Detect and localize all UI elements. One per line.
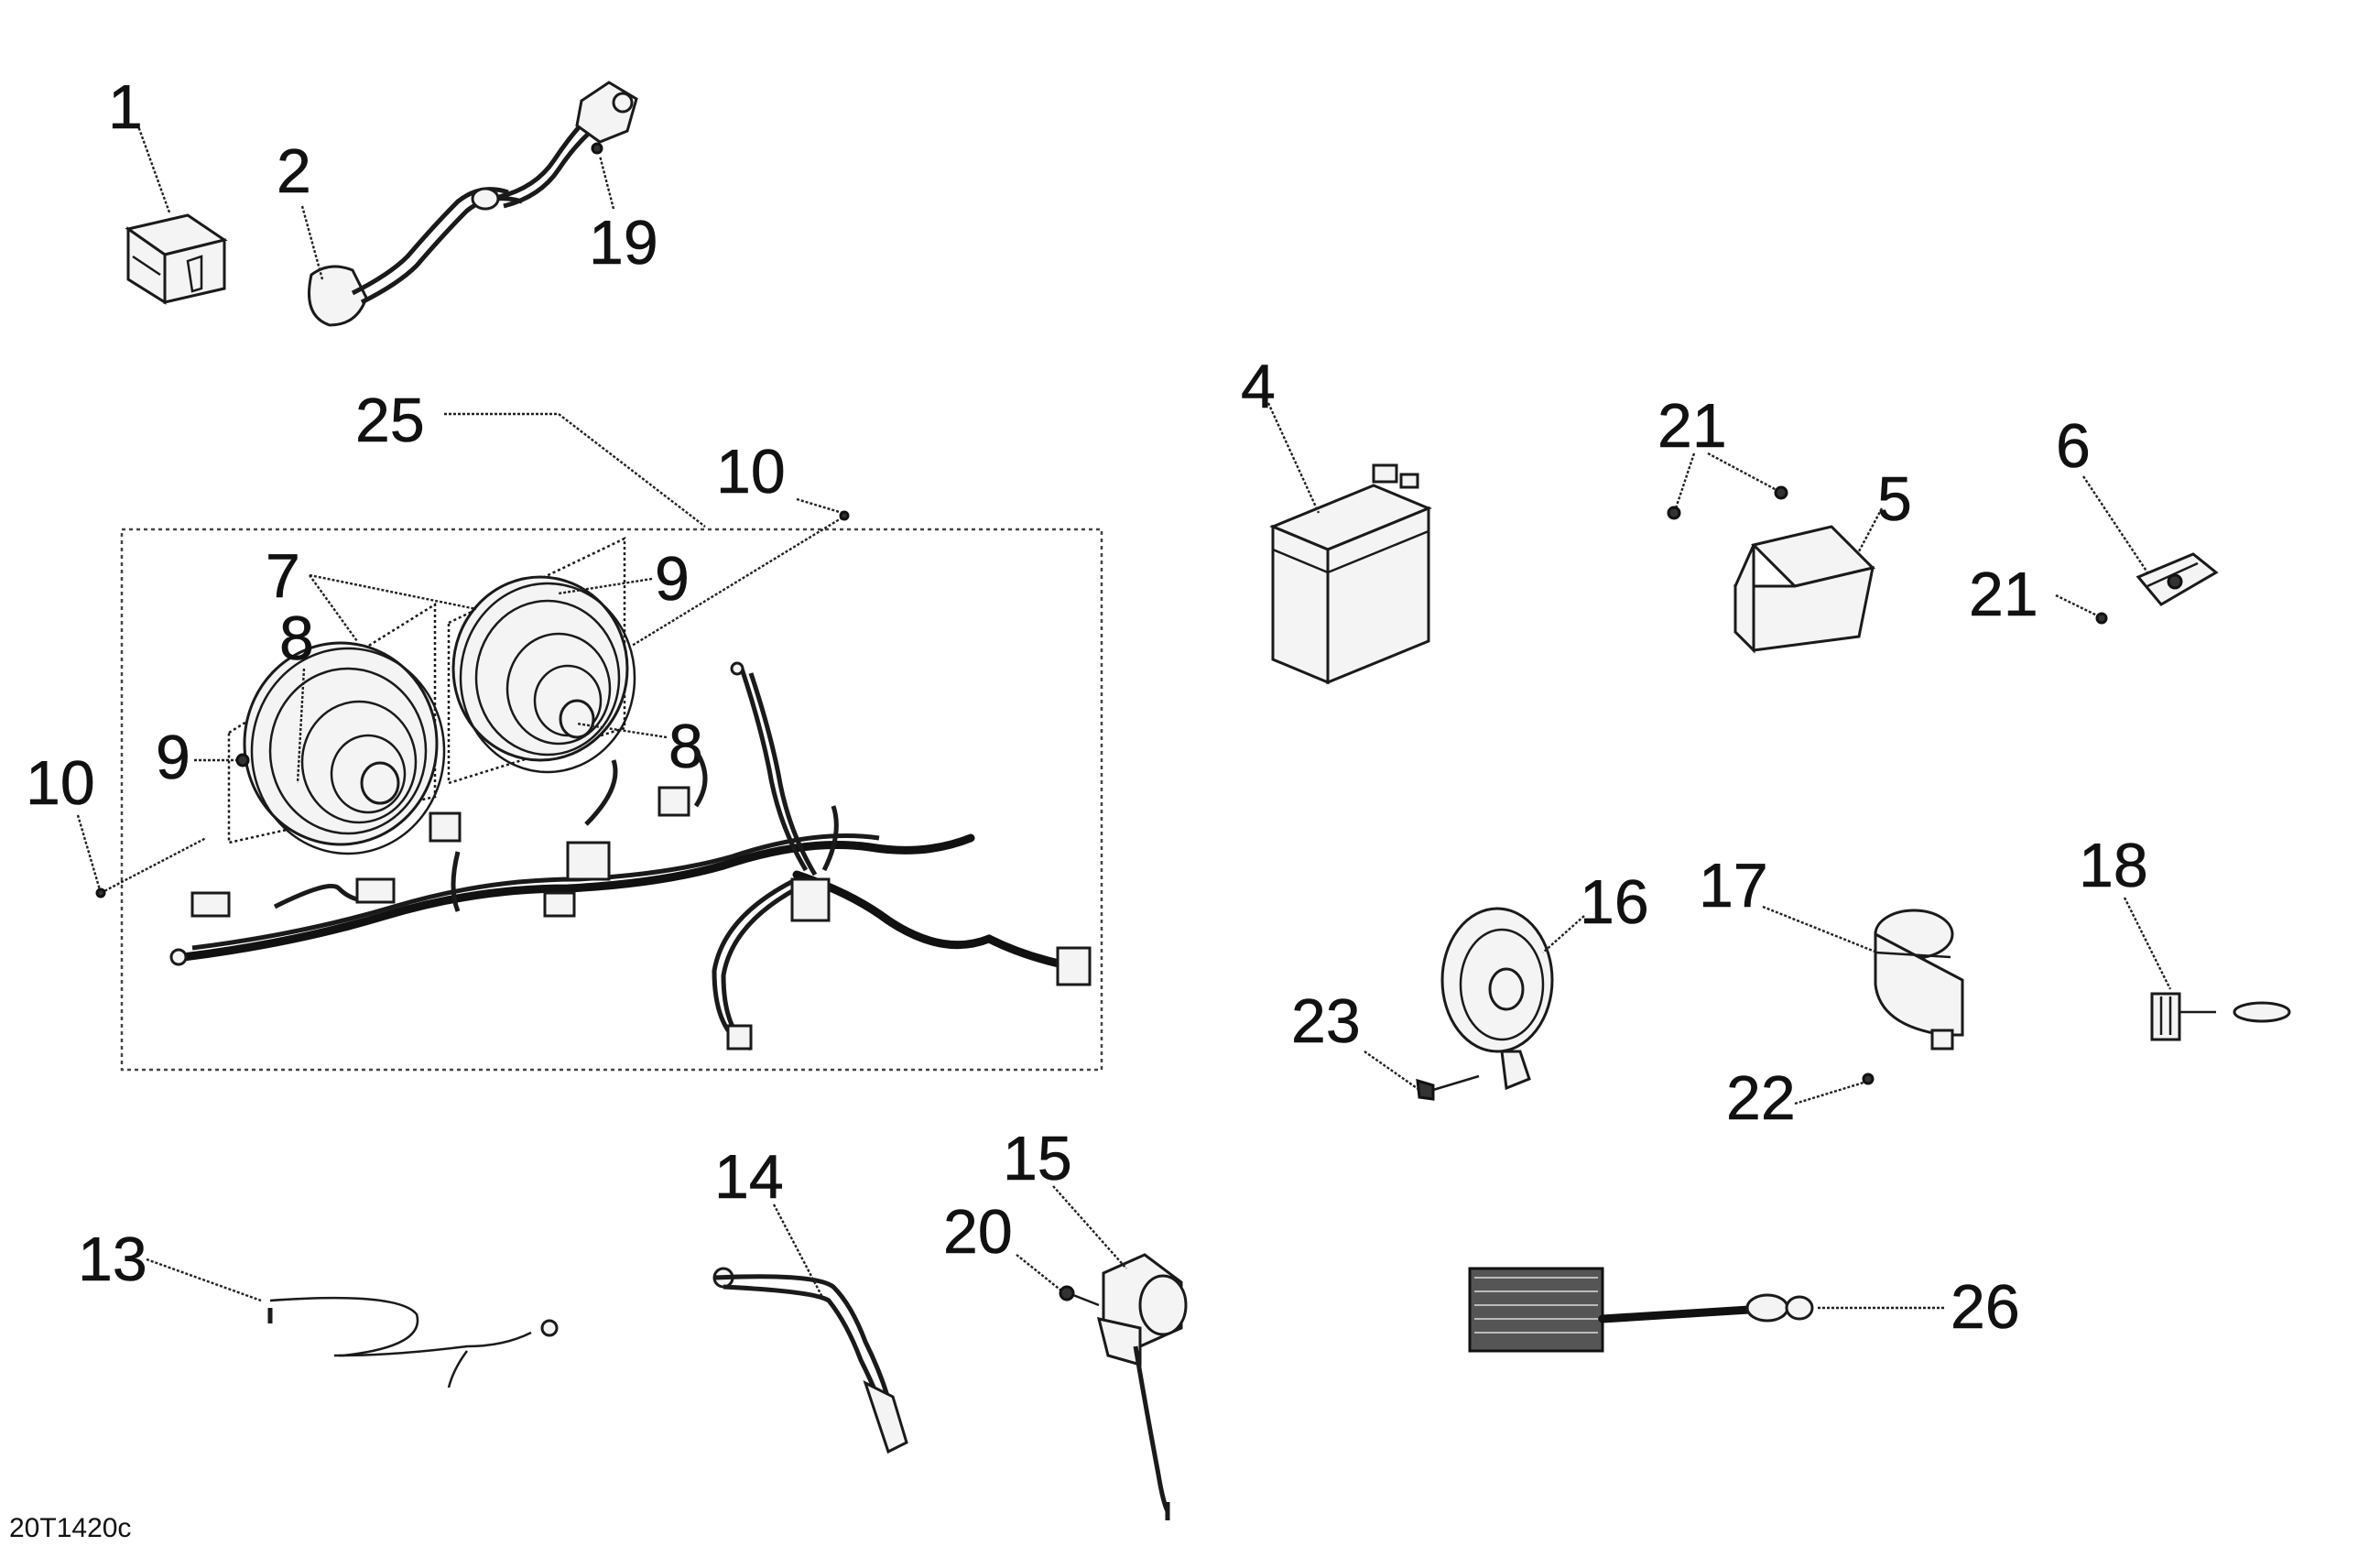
leader-13 — [146, 1258, 262, 1302]
screw-icon — [235, 753, 250, 768]
callout-4: 4 — [1241, 352, 1276, 421]
horn-icon — [1440, 907, 1554, 1091]
callout-9-left: 9 — [156, 723, 190, 792]
headlamp-icon — [447, 537, 636, 785]
fuse-holder-icon — [2150, 992, 2291, 1041]
screw-icon — [591, 142, 603, 155]
leader-21-top-b — [1707, 452, 1777, 492]
bracket-icon — [2135, 552, 2219, 606]
leader-21-right — [2055, 593, 2098, 617]
rectifier-icon — [1874, 909, 1964, 1051]
callout-1: 1 — [108, 72, 143, 142]
callout-19: 19 — [589, 208, 658, 278]
callout-13: 13 — [78, 1225, 147, 1294]
leader-25 — [444, 412, 706, 528]
battery-icon — [1269, 463, 1432, 685]
regulator-icon — [1733, 525, 1875, 654]
callout-22: 22 — [1726, 1063, 1796, 1133]
leader-7a — [309, 574, 358, 642]
leader-6 — [2082, 475, 2148, 573]
switch-icon — [1096, 1253, 1188, 1520]
leader-18 — [2123, 897, 2172, 990]
callout-14: 14 — [714, 1142, 784, 1212]
callout-10-left: 10 — [26, 748, 95, 818]
callout-15: 15 — [1003, 1124, 1072, 1193]
leader-10-left-b — [100, 836, 207, 895]
relay-icon — [125, 213, 228, 305]
screw-icon — [1416, 1074, 1480, 1101]
leader-2 — [300, 205, 324, 280]
callout-8-right: 8 — [668, 712, 703, 781]
callout-16: 16 — [1580, 867, 1649, 937]
callout-23: 23 — [1291, 986, 1361, 1056]
nut-icon — [1059, 1285, 1100, 1307]
leader-4 — [1266, 402, 1320, 514]
callout-26: 26 — [1951, 1272, 2020, 1342]
leader-14 — [772, 1203, 826, 1301]
ground-wire-icon — [267, 1296, 559, 1388]
sensor-cable-icon — [308, 81, 638, 327]
leader-21-top-a — [1674, 452, 1696, 509]
callout-25: 25 — [355, 386, 425, 455]
leader-5 — [1857, 507, 1884, 552]
sensor-icon — [712, 1267, 908, 1454]
leader-20 — [1016, 1254, 1063, 1292]
leader-8-left — [296, 668, 306, 784]
screw-icon — [2095, 612, 2108, 625]
callout-6: 6 — [2056, 411, 2091, 481]
leader-15 — [1052, 1185, 1127, 1269]
leader-7b — [309, 573, 477, 611]
ignition-coil-icon — [1468, 1267, 1814, 1353]
headlamp-icon — [227, 602, 446, 855]
figure-code: 20T1420c — [9, 1513, 131, 1543]
leader-1 — [136, 123, 171, 213]
callout-18: 18 — [2079, 831, 2148, 900]
callout-5: 5 — [1877, 464, 1912, 534]
leader-17 — [1762, 905, 1878, 954]
callout-8-left: 8 — [279, 604, 314, 673]
leader-19 — [598, 155, 615, 210]
callout-2: 2 — [277, 136, 311, 206]
leader-10-top — [796, 497, 843, 515]
callout-9-right: 9 — [655, 544, 690, 614]
callout-21-right: 21 — [1969, 560, 2038, 629]
screw-icon — [95, 887, 106, 898]
wiring-harness-icon — [169, 661, 1092, 1051]
callout-17: 17 — [1699, 851, 1768, 920]
leader-16 — [1542, 915, 1585, 953]
screw-icon — [839, 510, 850, 521]
screw-icon — [1667, 485, 1788, 520]
callout-10-top: 10 — [716, 437, 786, 506]
callout-21-top: 21 — [1657, 391, 1727, 461]
callout-7: 7 — [266, 541, 300, 611]
leader-9-right — [558, 577, 653, 595]
leader-8-right — [576, 722, 668, 739]
leader-22 — [1794, 1081, 1864, 1105]
leader-23 — [1364, 1051, 1420, 1091]
callout-20: 20 — [943, 1197, 1013, 1267]
leader-10-left — [76, 814, 103, 894]
harness-kit-frame — [120, 528, 1103, 1072]
screw-icon — [1862, 1072, 1875, 1085]
